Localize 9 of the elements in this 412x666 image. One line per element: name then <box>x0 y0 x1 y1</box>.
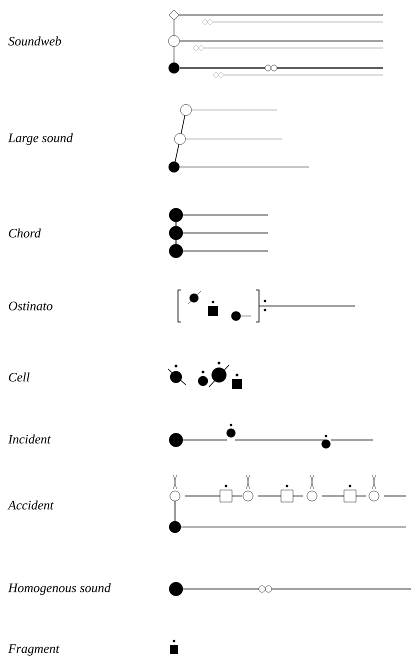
row-label: Accident <box>8 500 54 510</box>
row-label: Chord <box>8 228 41 238</box>
row-label: Homogenous sound <box>8 583 111 595</box>
row-label: Incident <box>8 434 51 444</box>
row-label: Soundweb <box>8 36 62 46</box>
row-label: Cell <box>8 372 30 382</box>
row-label: Ostinato <box>8 302 52 310</box>
row-label: Fragment <box>8 644 60 656</box>
row-label: Large sound <box>8 133 73 145</box>
